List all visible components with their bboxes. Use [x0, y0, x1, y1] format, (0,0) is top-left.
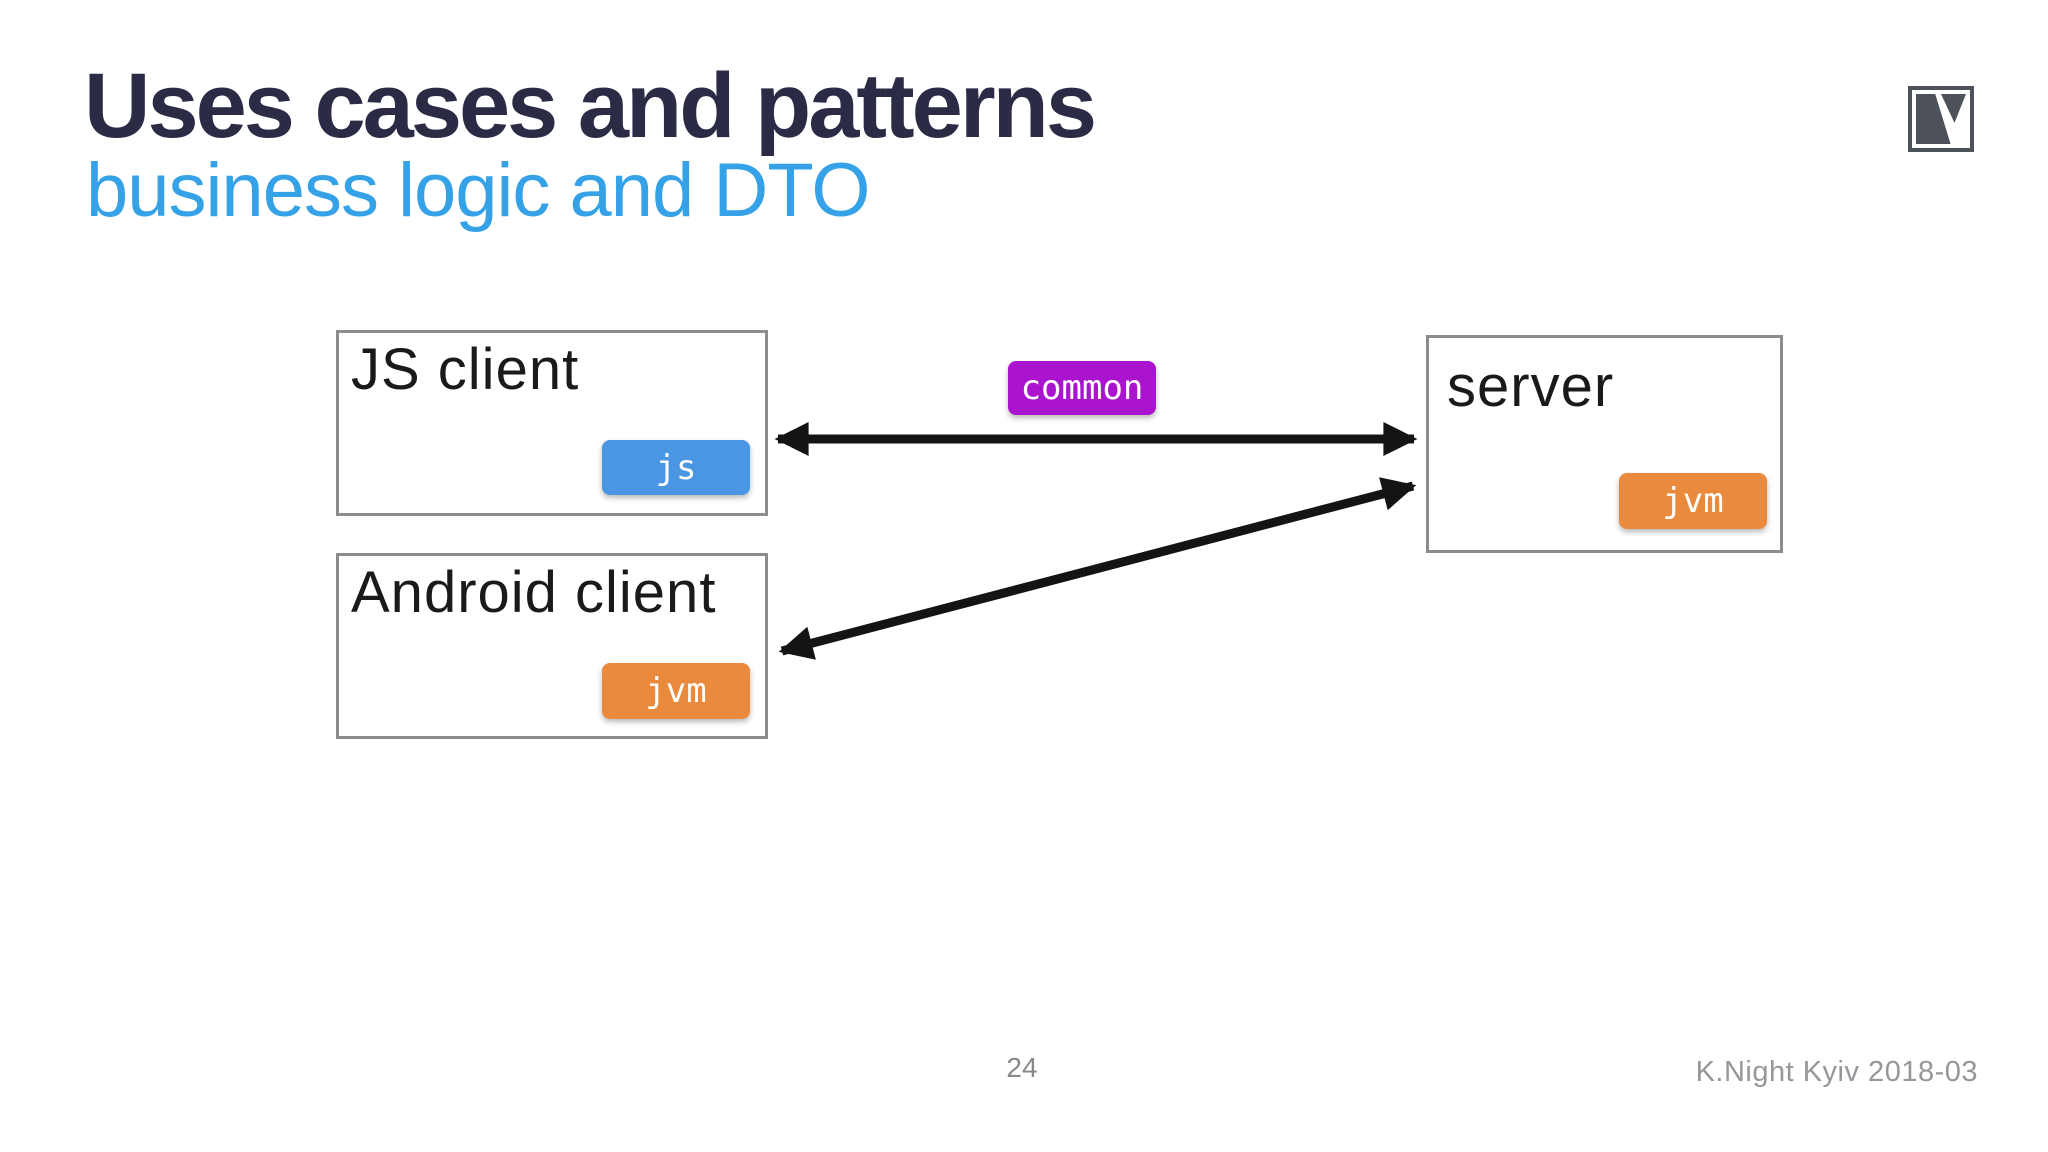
jvm-platform-badge: jvm — [1619, 473, 1767, 529]
android-client-label: Android client — [351, 560, 717, 625]
server-box: server jvm — [1426, 335, 1783, 553]
slide-subtitle: business logic and DTO — [86, 148, 870, 233]
server-label: server — [1447, 354, 1615, 419]
slide-title: Uses cases and patterns — [84, 55, 1097, 157]
v-square-logo-icon — [1908, 86, 1974, 152]
page-number: 24 — [1006, 1052, 1038, 1083]
jvm-platform-badge: jvm — [602, 663, 750, 719]
footer-credit: K.Night Kyiv 2018-03 — [1695, 1056, 1978, 1088]
common-module-badge: common — [1008, 361, 1156, 415]
arrow-android-client-server — [778, 477, 1417, 660]
android-client-box: Android client jvm — [336, 553, 768, 739]
js-client-box: JS client js — [336, 330, 768, 516]
js-platform-badge: js — [602, 440, 750, 495]
v-logo-glyph — [1916, 94, 1966, 144]
js-client-label: JS client — [351, 337, 580, 402]
